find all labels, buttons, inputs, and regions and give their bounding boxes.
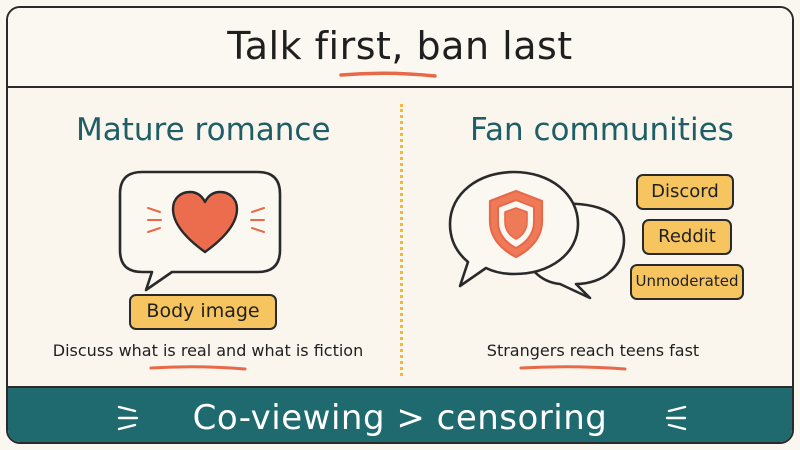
right-heading: Fan communities (470, 112, 734, 148)
footer-text: Co-viewing > censoring (192, 398, 608, 438)
heart-icon (171, 190, 239, 254)
tag-reddit: Reddit (642, 219, 732, 255)
panel-divider (400, 104, 403, 376)
heart-spark-lines-right (250, 207, 265, 233)
left-caption: Discuss what is real and what is fiction (52, 341, 364, 360)
left-caption-underline (149, 365, 247, 371)
right-caption: Strangers reach teens fast (486, 341, 700, 360)
title-underline (339, 71, 437, 78)
footer-banner: Co-viewing > censoring (8, 386, 792, 442)
heart-spark-lines-left (147, 207, 162, 233)
infographic-card: Talk first, ban last Mature romance Body… (6, 6, 794, 444)
right-caption-underline (519, 365, 627, 371)
tag-discord: Discord (636, 174, 734, 210)
tag-body-image: Body image (129, 294, 277, 330)
header: Talk first, ban last (8, 8, 792, 88)
page-title: Talk first, ban last (227, 24, 573, 68)
footer-spark-left (117, 405, 139, 431)
footer-spark-right (665, 405, 687, 431)
shield-icon (488, 189, 544, 259)
left-heading: Mature romance (76, 112, 331, 148)
tag-unmoderated: Unmoderated (630, 264, 744, 300)
